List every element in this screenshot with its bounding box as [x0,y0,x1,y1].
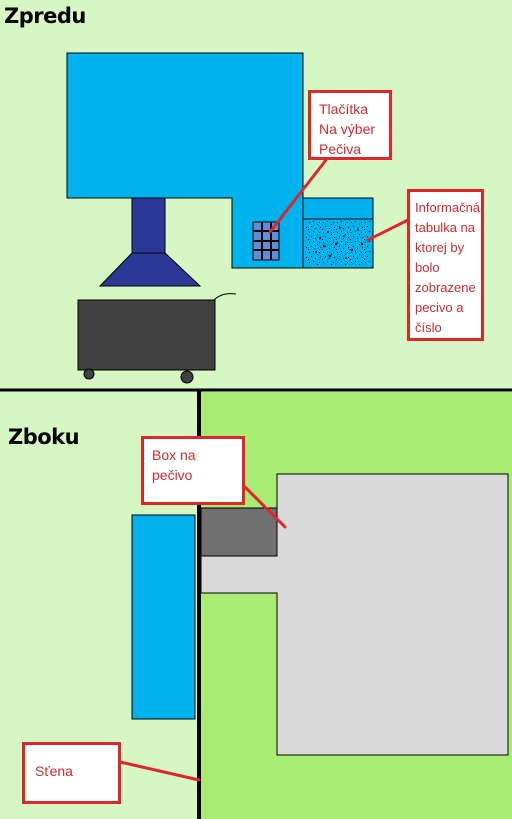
callout-box-line: pečivo [152,467,193,483]
callout-buttons-line: Tlačítka [319,101,369,117]
callout-info-line: tabulka na [415,220,475,235]
callout-info-panel: Informačná tabulka na ktorej by bolo zob… [407,189,484,341]
pastry-box [200,507,278,557]
callout-info-line: pecivo a [415,300,464,315]
callout-wall-line: Sťena [35,763,73,779]
stand-pole [131,197,166,254]
callout-box-line: Box na [152,447,196,463]
machine-front-body [66,52,374,269]
callout-info-line: zobrazene [415,280,476,295]
callout-info-line: číslo [415,320,442,335]
info-display-dots [314,227,364,259]
callout-info-line: Informačná [415,200,481,215]
info-display-noise [306,221,370,266]
cart-body [77,299,216,371]
front-view [66,52,374,384]
callout-leaders [118,158,410,782]
cart-wheel-right [180,370,194,384]
cart-wheel-left [83,368,95,380]
callout-buttons: Tlačítka Na výber Pečiva [308,90,392,160]
callout-buttons-line: Pečiva [319,141,362,157]
stand-base [98,252,202,287]
callout-info-line: bolo [415,260,440,275]
side-view-heading: Zboku [8,425,80,449]
callout-wall: Sťena [22,742,121,804]
callout-info-line: ktorej by [415,240,465,255]
callout-buttons-line: Na výber [319,121,376,137]
machine-side-display [131,514,196,720]
cart-cable [213,293,237,301]
side-view [131,391,512,819]
front-view-heading: Zpredu [4,4,86,28]
callout-box: Box na pečivo [141,436,245,505]
